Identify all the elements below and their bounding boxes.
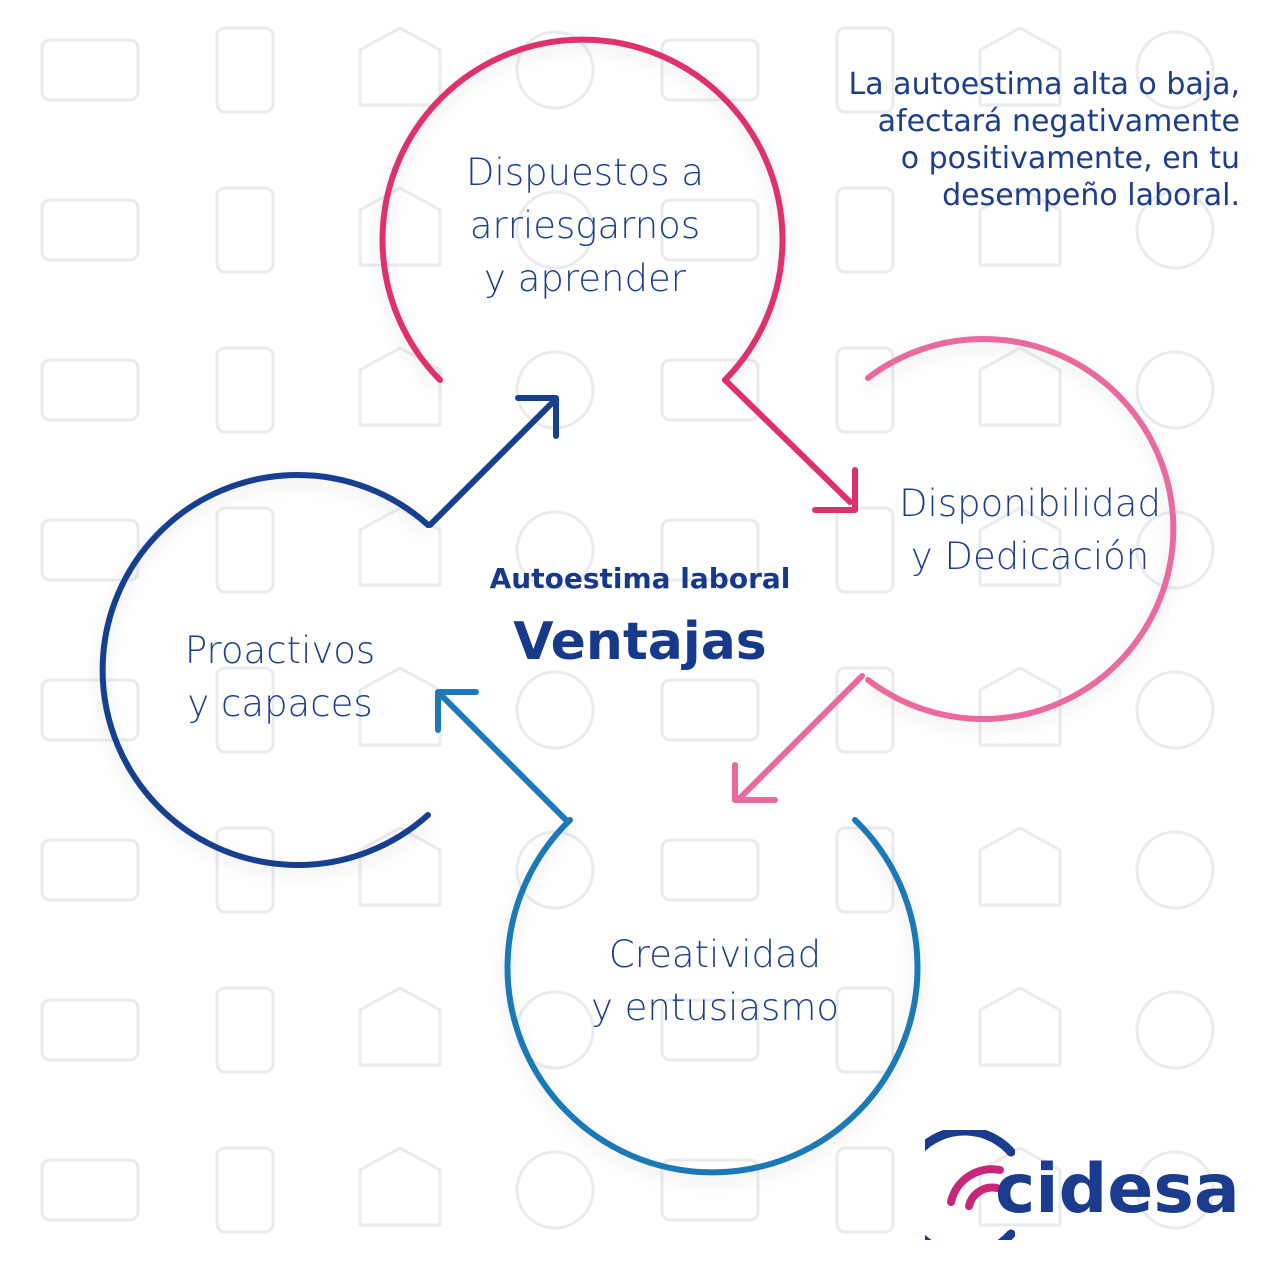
- credit-card-icon: [835, 1146, 895, 1234]
- exchange-icon: [978, 186, 1062, 267]
- receipt-icon: [515, 190, 595, 270]
- receipt-icon: [215, 826, 275, 914]
- bank-icon: [215, 346, 275, 434]
- pie-chart-icon: [835, 346, 895, 434]
- piggy-bank-icon: [358, 1146, 442, 1227]
- exchange-icon: [835, 506, 895, 594]
- percent-icon: [358, 186, 442, 267]
- receipt-icon: [358, 506, 442, 587]
- smartphone-dollar-icon: [215, 186, 275, 274]
- smartphone-dollar-icon: [978, 986, 1062, 1067]
- intro-text: La autoestima alta o baja, afectará nega…: [848, 67, 1240, 213]
- smartphone-dollar-icon: [1135, 670, 1215, 750]
- bank-icon: [358, 26, 442, 107]
- percent-icon: [40, 838, 140, 902]
- banknote-icon: [1135, 190, 1215, 270]
- exchange-icon: [660, 838, 760, 902]
- calculator-icon: [660, 198, 760, 262]
- coin-stack-icon: [835, 26, 895, 114]
- bank-icon: [978, 1146, 1062, 1227]
- coin-bag-icon: [40, 998, 140, 1062]
- calculator-icon: [515, 510, 595, 590]
- candlestick-chart-icon: [660, 998, 760, 1062]
- safe-icon: [835, 986, 895, 1074]
- banknote-icon: [660, 1158, 760, 1222]
- calculator-icon: [358, 826, 442, 907]
- arrow-right-to-bottom: [732, 673, 865, 803]
- node-circle-top: [379, 36, 786, 383]
- arrow-top-to-right: [722, 377, 858, 513]
- receipt-icon: [40, 1158, 140, 1222]
- banknote-icon: [978, 506, 1062, 587]
- candlestick-chart-icon: [978, 346, 1062, 427]
- background-icon-pattern: [40, 26, 1215, 1234]
- banknote-icon: [835, 826, 895, 914]
- node-circle-bottom: [504, 817, 921, 1176]
- logo-text: cidesa: [995, 1150, 1240, 1229]
- coin-bag-icon: [515, 30, 595, 110]
- calculator-icon: [215, 1146, 275, 1234]
- node-label-top: Dispuestos a arriesgarnos y aprender: [466, 151, 704, 300]
- bank-icon: [40, 678, 140, 742]
- pie-chart-icon: [978, 26, 1062, 107]
- cidesa-logo: cidesa: [925, 1130, 1255, 1250]
- coin-stack-icon: [660, 358, 760, 422]
- wallet-icon: [660, 38, 760, 102]
- candlestick-chart-icon: [835, 666, 895, 754]
- coin-stack-icon: [515, 670, 595, 750]
- pie-chart-icon: [660, 678, 760, 742]
- exchange-icon: [515, 1150, 595, 1230]
- wallet-icon: [215, 986, 275, 1074]
- coin-bag-icon: [358, 346, 442, 427]
- coin-bag-icon: [1135, 1150, 1215, 1230]
- node-circle-right: [865, 336, 1177, 722]
- safe-icon: [978, 666, 1062, 747]
- arrow-left-to-top: [427, 395, 559, 528]
- bank-icon: [1135, 830, 1215, 910]
- coin-stack-icon: [358, 986, 442, 1067]
- percent-icon: [1135, 990, 1215, 1070]
- wifi-arc-icon: [925, 1130, 1015, 1240]
- arrow-bottom-to-left: [435, 689, 571, 825]
- piggy-bank-icon: [515, 830, 595, 910]
- safe-icon: [40, 198, 140, 262]
- coin-bag-icon: [215, 666, 275, 754]
- smartphone-dollar-icon: [40, 518, 140, 582]
- candlestick-chart-icon: [1135, 30, 1215, 110]
- percent-icon: [215, 506, 275, 594]
- node-label-left: Proactivos y capaces: [184, 629, 376, 725]
- piggy-bank-icon: [660, 518, 760, 582]
- safe-icon: [1135, 350, 1215, 430]
- banknote-icon: [40, 38, 140, 102]
- node-circle-left: [99, 472, 431, 868]
- center-subtitle: Autoestima laboral: [489, 562, 791, 595]
- credit-card-icon: [215, 26, 275, 114]
- piggy-bank-icon: [835, 186, 895, 274]
- node-label-bottom: Creatividad y entusiasmo: [590, 933, 839, 1029]
- center-title: Ventajas: [513, 612, 767, 672]
- node-label-right: Disponibilidad y Dedicación: [899, 482, 1161, 578]
- wallet-icon: [358, 666, 442, 747]
- credit-card-icon: [40, 358, 140, 422]
- credit-card-icon: [978, 826, 1062, 907]
